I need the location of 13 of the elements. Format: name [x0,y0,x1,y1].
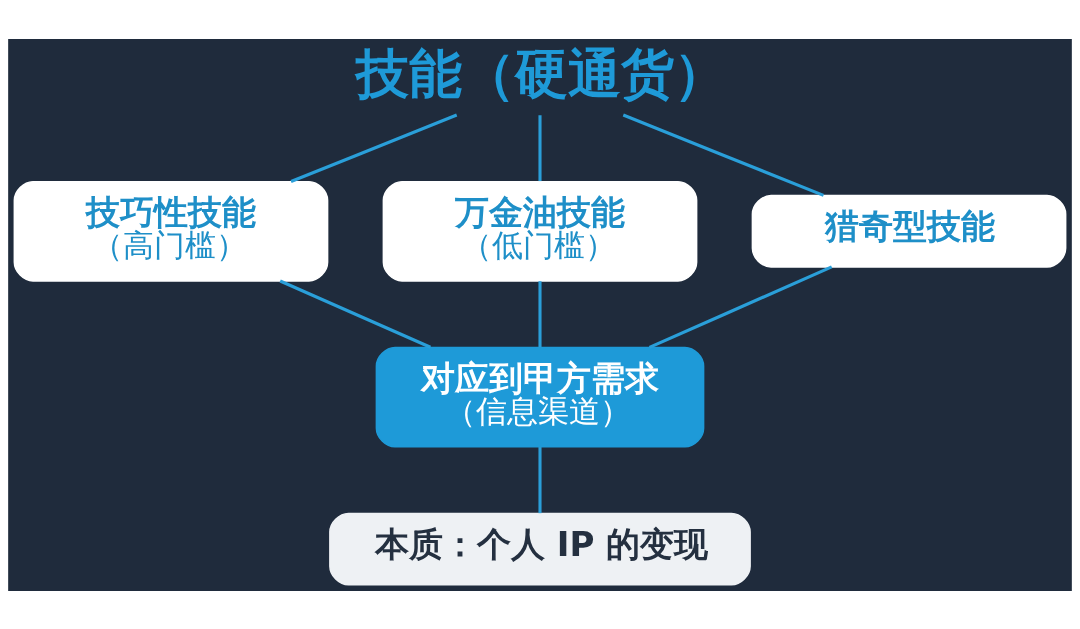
connector [290,113,458,183]
connector [279,279,432,349]
node-box: 对应到甲方需求 （信息渠道） [375,346,705,448]
node-text: 技能（硬通货） [356,42,728,104]
connector [622,113,825,197]
node-box: 技巧性技能 （高门槛） [13,180,329,282]
connector [648,265,833,349]
node-box: 本质：个人 IP 的变现 [329,512,751,586]
node-box: 万金油技能 （低门槛） [382,180,698,282]
node-box: 猎奇型技能 [751,194,1067,268]
connector [538,114,542,181]
connector [538,446,542,513]
connector [538,280,542,347]
